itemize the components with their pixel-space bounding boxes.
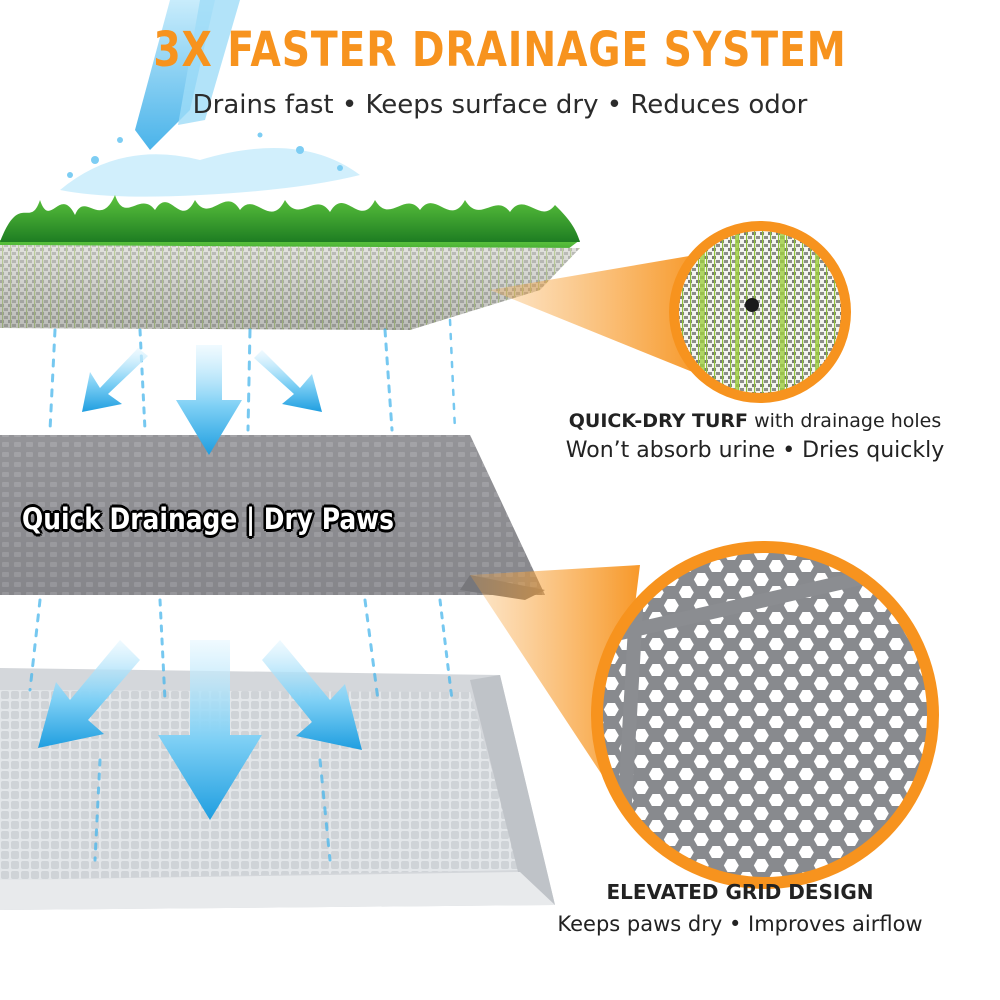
grid-feature-text: ELEVATED GRID DESIGN Keeps paws dry • Im… (540, 880, 940, 936)
grid-feature-detail: Keeps paws dry • Improves airflow (557, 912, 923, 936)
page-subtitle: Drains fast • Keeps surface dry • Reduce… (192, 90, 808, 120)
turf-feature-suffix: with drainage holes (748, 410, 942, 432)
arrow-down-icon (158, 640, 262, 820)
arrow-diagonal-icon (262, 640, 362, 750)
arrow-diagonal-icon (38, 640, 140, 748)
turf-feature-text: QUICK-DRY TURF with drainage holes Won’t… (520, 410, 990, 463)
drainage-banner: Quick Drainage | Dry Paws (22, 502, 395, 536)
grid-closeup (591, 541, 939, 889)
arrow-diagonal-icon (254, 350, 322, 412)
grid-feature-heading: ELEVATED GRID DESIGN (540, 880, 940, 904)
turf-feature-detail: Won’t absorb urine • Dries quickly (565, 438, 945, 463)
tray-layer (0, 668, 555, 910)
page-title: 3X FASTER DRAINAGE SYSTEM (153, 22, 847, 78)
turf-feature-title: QUICK-DRY TURF (568, 410, 749, 432)
turf-feature-heading: QUICK-DRY TURF with drainage holes (520, 410, 990, 432)
water-splash (60, 0, 360, 197)
arrow-down-icon (176, 345, 242, 455)
water-streams (28, 318, 457, 862)
turf-callout-connector (490, 255, 700, 375)
turf-layer (0, 195, 580, 330)
grid-feature-title: ELEVATED GRID DESIGN (606, 880, 874, 904)
turf-closeup (669, 221, 851, 403)
grid-layer (0, 435, 545, 600)
arrow-diagonal-icon (82, 348, 148, 412)
